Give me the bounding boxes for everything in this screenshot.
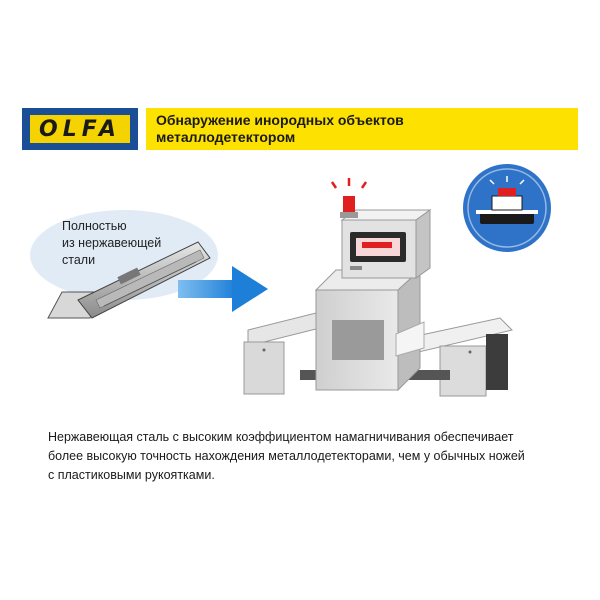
blade-label-line-2: из нержавеющей	[62, 236, 162, 250]
blade-label-line-3: стали	[62, 253, 96, 267]
metal-detector-machine-icon	[243, 209, 513, 397]
blade-label-line-1: Полностью	[62, 219, 127, 233]
utility-knife-icon	[47, 241, 211, 319]
description-text: Нержавеющая сталь с высоким коэффициенто…	[48, 428, 568, 485]
conveyor-badge-icon	[463, 164, 551, 252]
title-bar: Обнаружение инородных объектов металлоде…	[146, 108, 578, 150]
blade-label: Полностью из нержавеющей стали	[62, 218, 161, 269]
description-line-2: более высокую точность нахождения металл…	[48, 449, 525, 463]
illustration	[47, 164, 551, 397]
alarm-lamp-icon	[330, 178, 368, 218]
title-line-2: металлодетектором	[156, 129, 296, 145]
description-line-1: Нержавеющая сталь с высоким коэффициенто…	[48, 430, 514, 444]
page-title: Обнаружение инородных объектов металлоде…	[146, 112, 404, 146]
title-line-1: Обнаружение инородных объектов	[156, 112, 404, 128]
olfa-logo: OLFA	[22, 108, 138, 150]
arrow-right-icon	[178, 266, 268, 312]
description-line-3: с пластиковыми рукоятками.	[48, 468, 215, 482]
logo-text: OLFA	[39, 116, 121, 142]
header-banner: OLFA Обнаружение инородных объектов мета…	[22, 108, 578, 150]
